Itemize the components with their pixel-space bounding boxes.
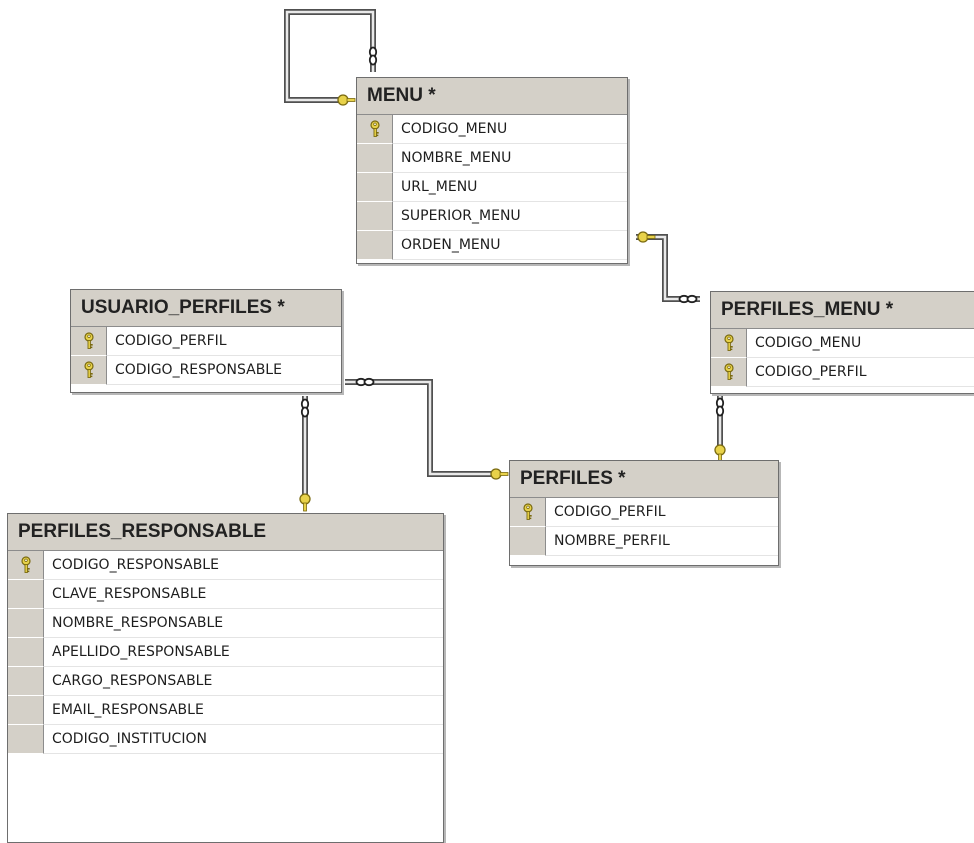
column-row[interactable]: NOMBRE_RESPONSABLE (8, 609, 443, 638)
column-row[interactable]: CODIGO_PERFIL (71, 327, 341, 356)
column-name: APELLIDO_RESPONSABLE (44, 638, 443, 667)
column-name: CODIGO_RESPONSABLE (107, 356, 341, 385)
column-name: SUPERIOR_MENU (393, 202, 627, 231)
row-selector[interactable] (71, 356, 107, 385)
row-selector[interactable] (357, 173, 393, 202)
table-title[interactable]: PERFILES_RESPONSABLE (8, 514, 443, 551)
column-row[interactable]: EMAIL_RESPONSABLE (8, 696, 443, 725)
row-selector[interactable] (71, 327, 107, 356)
row-selector[interactable] (8, 638, 44, 667)
row-selector[interactable] (357, 231, 393, 260)
key-end-icon (637, 231, 656, 243)
many-end-icon (678, 294, 698, 304)
column-row[interactable]: CODIGO_MENU (357, 115, 627, 144)
row-selector[interactable] (8, 667, 44, 696)
column-row[interactable]: CODIGO_INSTITUCION (8, 725, 443, 754)
relationship-line-highlight (345, 380, 498, 476)
relationship-line[interactable] (636, 234, 700, 302)
many-end-icon (368, 46, 378, 66)
primary-key-icon (82, 361, 96, 379)
row-selector[interactable] (711, 329, 747, 358)
many-end-icon (355, 377, 375, 387)
column-name: EMAIL_RESPONSABLE (44, 696, 443, 725)
column-name: NOMBRE_PERFIL (546, 527, 778, 556)
row-selector[interactable] (357, 115, 393, 144)
column-name: CODIGO_MENU (393, 115, 627, 144)
key-end-icon (714, 444, 726, 463)
column-row[interactable]: CLAVE_RESPONSABLE (8, 580, 443, 609)
primary-key-icon (722, 334, 736, 352)
row-selector[interactable] (510, 527, 546, 556)
column-row[interactable]: URL_MENU (357, 173, 627, 202)
key-end-icon (490, 468, 509, 480)
column-name: CARGO_RESPONSABLE (44, 667, 443, 696)
many-end-icon (300, 398, 310, 418)
primary-key-icon (722, 363, 736, 381)
column-name: NOMBRE_RESPONSABLE (44, 609, 443, 638)
column-row[interactable]: CODIGO_RESPONSABLE (71, 356, 341, 385)
row-selector[interactable] (8, 609, 44, 638)
key-end-icon (299, 493, 311, 512)
column-name: CODIGO_INSTITUCION (44, 725, 443, 754)
primary-key-icon (521, 503, 535, 521)
column-name: CODIGO_MENU (747, 329, 974, 358)
primary-key-icon (19, 556, 33, 574)
relationship-line[interactable] (345, 379, 498, 477)
column-row[interactable]: CODIGO_PERFIL (711, 358, 974, 387)
key-end-icon (337, 94, 356, 106)
row-selector[interactable] (8, 725, 44, 754)
row-selector[interactable] (8, 696, 44, 725)
table-title[interactable]: USUARIO_PERFILES * (71, 290, 341, 327)
column-name: ORDEN_MENU (393, 231, 627, 260)
column-name: CODIGO_RESPONSABLE (44, 551, 443, 580)
primary-key-icon (82, 332, 96, 350)
column-name: NOMBRE_MENU (393, 144, 627, 173)
row-selector[interactable] (357, 144, 393, 173)
primary-key-icon (368, 120, 382, 138)
column-name: URL_MENU (393, 173, 627, 202)
table-title[interactable]: MENU * (357, 78, 627, 115)
column-row[interactable]: SUPERIOR_MENU (357, 202, 627, 231)
column-name: CODIGO_PERFIL (546, 498, 778, 527)
column-row[interactable]: ORDEN_MENU (357, 231, 627, 260)
column-name: CODIGO_PERFIL (107, 327, 341, 356)
column-row[interactable]: NOMBRE_MENU (357, 144, 627, 173)
column-row[interactable]: NOMBRE_PERFIL (510, 527, 778, 556)
many-end-icon (715, 397, 725, 417)
table-title[interactable]: PERFILES_MENU * (711, 292, 974, 329)
column-name: CLAVE_RESPONSABLE (44, 580, 443, 609)
row-selector[interactable] (711, 358, 747, 387)
row-selector[interactable] (8, 580, 44, 609)
column-row[interactable]: CARGO_RESPONSABLE (8, 667, 443, 696)
column-row[interactable]: CODIGO_PERFIL (510, 498, 778, 527)
row-selector[interactable] (357, 202, 393, 231)
column-row[interactable]: CODIGO_MENU (711, 329, 974, 358)
column-row[interactable]: APELLIDO_RESPONSABLE (8, 638, 443, 667)
table-title[interactable]: PERFILES * (510, 461, 778, 498)
column-name: CODIGO_PERFIL (747, 358, 974, 387)
column-row[interactable]: CODIGO_RESPONSABLE (8, 551, 443, 580)
relationship-line-highlight (285, 10, 375, 102)
row-selector[interactable] (8, 551, 44, 580)
row-selector[interactable] (510, 498, 546, 527)
